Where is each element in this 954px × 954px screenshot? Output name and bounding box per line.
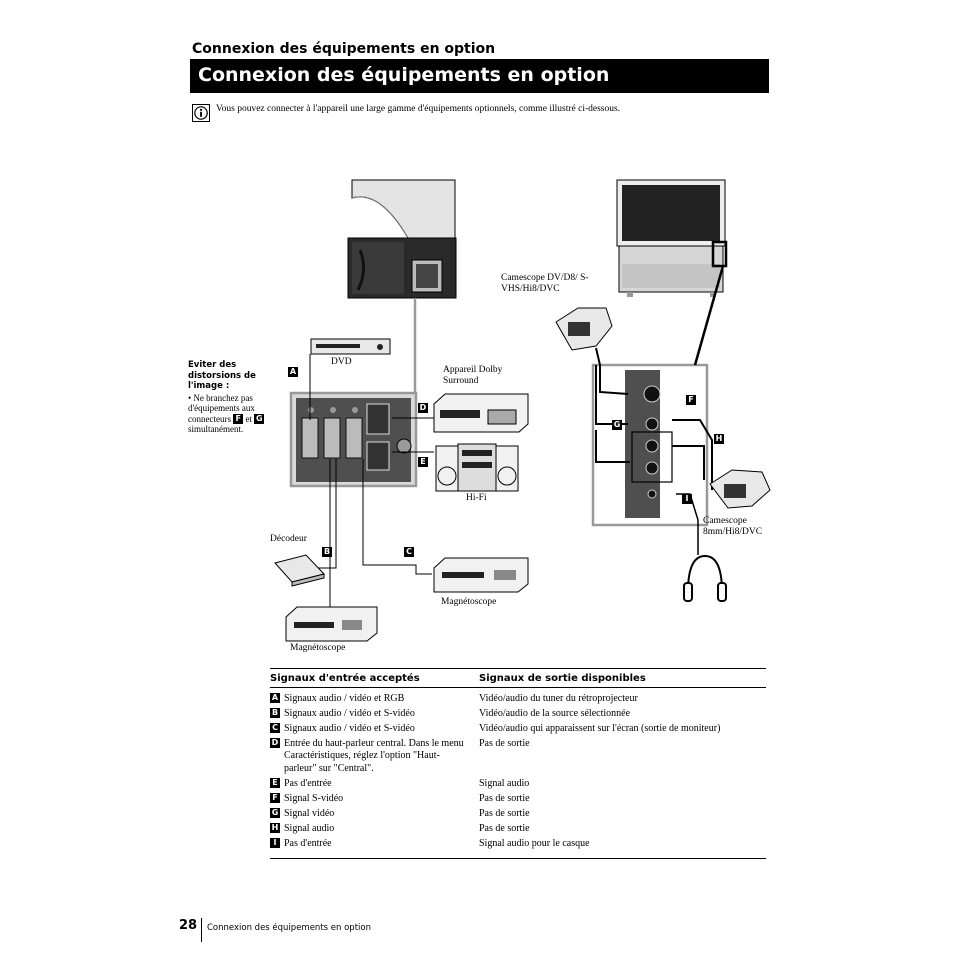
row-output: Pas de sortie (479, 807, 530, 819)
row-input: Signal S-vidéo (284, 792, 344, 804)
row-output: Vidéo/audio de la source sélectionnée (479, 707, 631, 719)
decoder-box (274, 554, 325, 587)
row-key: H (270, 822, 280, 833)
table-row: I Pas d'entrée Signal audio pour le casqu… (270, 837, 766, 851)
label-dolby: Appareil Dolby Surround (443, 365, 503, 386)
row-output: Signal audio pour le casque (479, 837, 590, 849)
row-input: Pas d'entrée (284, 777, 332, 789)
vcr-right (433, 557, 529, 593)
vcr-left (285, 606, 378, 642)
badge-a: A (288, 367, 298, 377)
row-key: I (270, 837, 280, 848)
label-camcorder-bottom: Camescope 8mm/Hi8/DVC (703, 516, 763, 537)
label-vcr-left: Magnétoscope (290, 643, 346, 653)
label-dvd: DVD (331, 357, 352, 367)
hifi-system (435, 443, 519, 492)
camcorder-bottom (709, 469, 771, 509)
badge-e: E (418, 457, 428, 467)
warning-text: • Ne branchez pas d'équipements aux conn… (188, 392, 255, 424)
row-key: A (270, 692, 280, 703)
headphones-icon (683, 554, 727, 602)
warning-note: Eviter des distorsions de l'image : • Ne… (188, 360, 278, 435)
table-row: F Signal S-vidéo Pas de sortie (270, 792, 766, 806)
dvd-player (310, 338, 391, 355)
projector-front-view (616, 179, 728, 297)
table-row: G Signal vidéo Pas de sortie (270, 807, 766, 821)
row-output: Vidéo/audio qui apparaissent sur l'écran… (479, 722, 721, 734)
title-bar: Connexion des équipements en option (190, 59, 769, 93)
row-output: Vidéo/audio du tuner du rétroprojecteur (479, 692, 638, 704)
camcorder-top (555, 307, 613, 351)
page-number: 28 (179, 918, 198, 933)
projector-rear-view (347, 179, 457, 299)
row-output: Signal audio (479, 777, 530, 789)
row-key: F (270, 792, 280, 803)
badge-i: I (682, 494, 692, 504)
row-input: Signaux audio / vidéo et S-vidéo (284, 707, 415, 719)
label-camcorder-top: Camescope DV/D8/ S-VHS/Hi8/DVC (501, 273, 589, 294)
row-key: E (270, 777, 280, 788)
row-input: Pas d'entrée (284, 837, 332, 849)
badge-c: C (404, 547, 414, 557)
rear-connector-panel (289, 391, 418, 488)
warning-badge-f: F (233, 414, 244, 425)
table-row: D Entrée du haut-parleur central. Dans le… (270, 737, 766, 776)
badge-f: F (686, 395, 696, 405)
table-row: H Signal audio Pas de sortie (270, 822, 766, 836)
front-connector-panel (591, 363, 709, 527)
footer-text: Connexion des équipements en option (207, 923, 371, 933)
row-output: Pas de sortie (479, 822, 530, 834)
warning-title: Eviter des distorsions de l'image : (188, 360, 256, 391)
table-row: B Signaux audio / vidéo et S-vidéo Vidéo/… (270, 707, 766, 721)
label-vcr-right: Magnétoscope (441, 597, 497, 607)
row-input: Signal audio (284, 822, 335, 834)
row-input: Signaux audio / vidéo et S-vidéo (284, 722, 415, 734)
row-output: Pas de sortie (479, 792, 530, 804)
intro-text: Vous pouvez connecter à l'appareil une l… (216, 104, 621, 114)
row-output: Pas de sortie (479, 737, 530, 749)
info-icon (192, 104, 210, 122)
table-row: E Pas d'entrée Signal audio (270, 777, 766, 791)
warning-tail: simultanément. (188, 424, 244, 435)
table-row: C Signaux audio / vidéo et S-vidéo Vidéo/… (270, 722, 766, 736)
table-row: A Signaux audio / vidéo et RGB Vidéo/audi… (270, 692, 766, 706)
badge-g: G (612, 420, 622, 430)
dolby-amplifier (433, 393, 529, 433)
row-key: D (270, 737, 280, 748)
row-input: Signaux audio / vidéo et RGB (284, 692, 405, 704)
row-input: Signal vidéo (284, 807, 335, 819)
row-key: G (270, 807, 280, 818)
header-input: Signaux d'entrée acceptés (270, 672, 420, 684)
warning-and: et (245, 413, 252, 424)
section-heading: Connexion des équipements en option (192, 41, 496, 57)
row-key: B (270, 707, 280, 718)
header-output: Signaux de sortie disponibles (479, 672, 646, 684)
label-decoder: Décodeur (270, 534, 307, 544)
row-input: Entrée du haut-parleur central. Dans le … (284, 737, 464, 774)
row-key: C (270, 722, 280, 733)
warning-badge-g: G (254, 414, 265, 425)
badge-b: B (322, 547, 332, 557)
badge-d: D (418, 403, 428, 413)
page-title: Connexion des équipements en option (198, 64, 610, 86)
signal-table: Signaux d'entrée acceptés Signaux de sor… (270, 668, 766, 859)
table-header: Signaux d'entrée acceptés Signaux de sor… (270, 669, 766, 688)
badge-h: H (714, 434, 724, 444)
label-hifi: Hi-Fi (466, 493, 487, 503)
footer-divider (201, 918, 202, 942)
